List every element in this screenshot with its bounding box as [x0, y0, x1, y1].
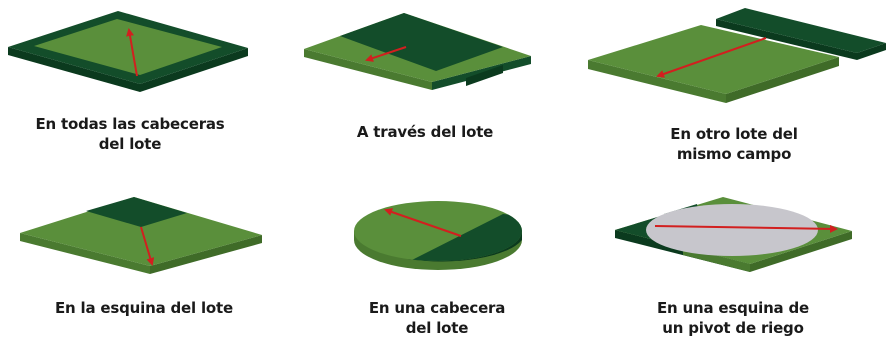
caption-line: un pivot de riego [662, 319, 804, 337]
other-lot-side-front [716, 19, 857, 60]
slab-side-right [750, 231, 852, 272]
diagram-one-headland [354, 201, 522, 270]
direction-arrow [384, 208, 462, 237]
pivot-circle [646, 204, 818, 256]
slab-top [20, 197, 262, 266]
diagram-headlands-all [8, 11, 248, 92]
field-side-front [588, 60, 726, 103]
caption-line: mismo campo [676, 145, 792, 163]
caption-corner: En la esquina del lote [14, 298, 274, 318]
direction-arrow [126, 28, 138, 77]
other-lot-top [716, 8, 886, 53]
caption-line: del lote [98, 135, 162, 153]
caption-line: En una esquina de [656, 299, 810, 317]
slab-side-right [140, 48, 248, 92]
caption-line: A través del lote [356, 123, 494, 141]
dark-band-side [466, 65, 503, 86]
caption-headlands-all: En todas las cabeceras del lote [0, 114, 260, 154]
other-lot-side-right [857, 43, 886, 60]
caption-across: A través del lote [295, 122, 555, 142]
caption-pivot-corner: En una esquina de un pivot de riego [603, 298, 863, 338]
inner-field [34, 19, 222, 75]
diagram-other-lot [588, 8, 886, 103]
caption-one-headland: En una cabecera del lote [307, 298, 567, 338]
field-side-right [726, 57, 839, 103]
direction-arrow [656, 37, 767, 78]
caption-other-lot: En otro lote del mismo campo [604, 124, 864, 164]
dark-segment [408, 214, 522, 261]
slab-side-front [304, 49, 432, 90]
caption-line: En todas las cabeceras [35, 115, 225, 133]
caption-line: En otro lote del [670, 125, 798, 143]
diagram-pivot-corner [615, 197, 852, 272]
dark-band [340, 13, 503, 71]
direction-arrow [654, 224, 838, 233]
caption-line: En una cabecera [368, 299, 506, 317]
slab-side-right [150, 235, 262, 274]
dark-corner [86, 197, 187, 227]
caption-line: del lote [405, 319, 469, 337]
diagram-across [304, 13, 531, 90]
slab-side-left [8, 47, 140, 92]
field-top [588, 25, 839, 94]
caption-line: En la esquina del lote [55, 299, 233, 317]
slab-side-front [20, 233, 150, 274]
diagram-corner [20, 197, 262, 274]
direction-arrow [365, 46, 407, 62]
direction-arrow [140, 226, 155, 266]
